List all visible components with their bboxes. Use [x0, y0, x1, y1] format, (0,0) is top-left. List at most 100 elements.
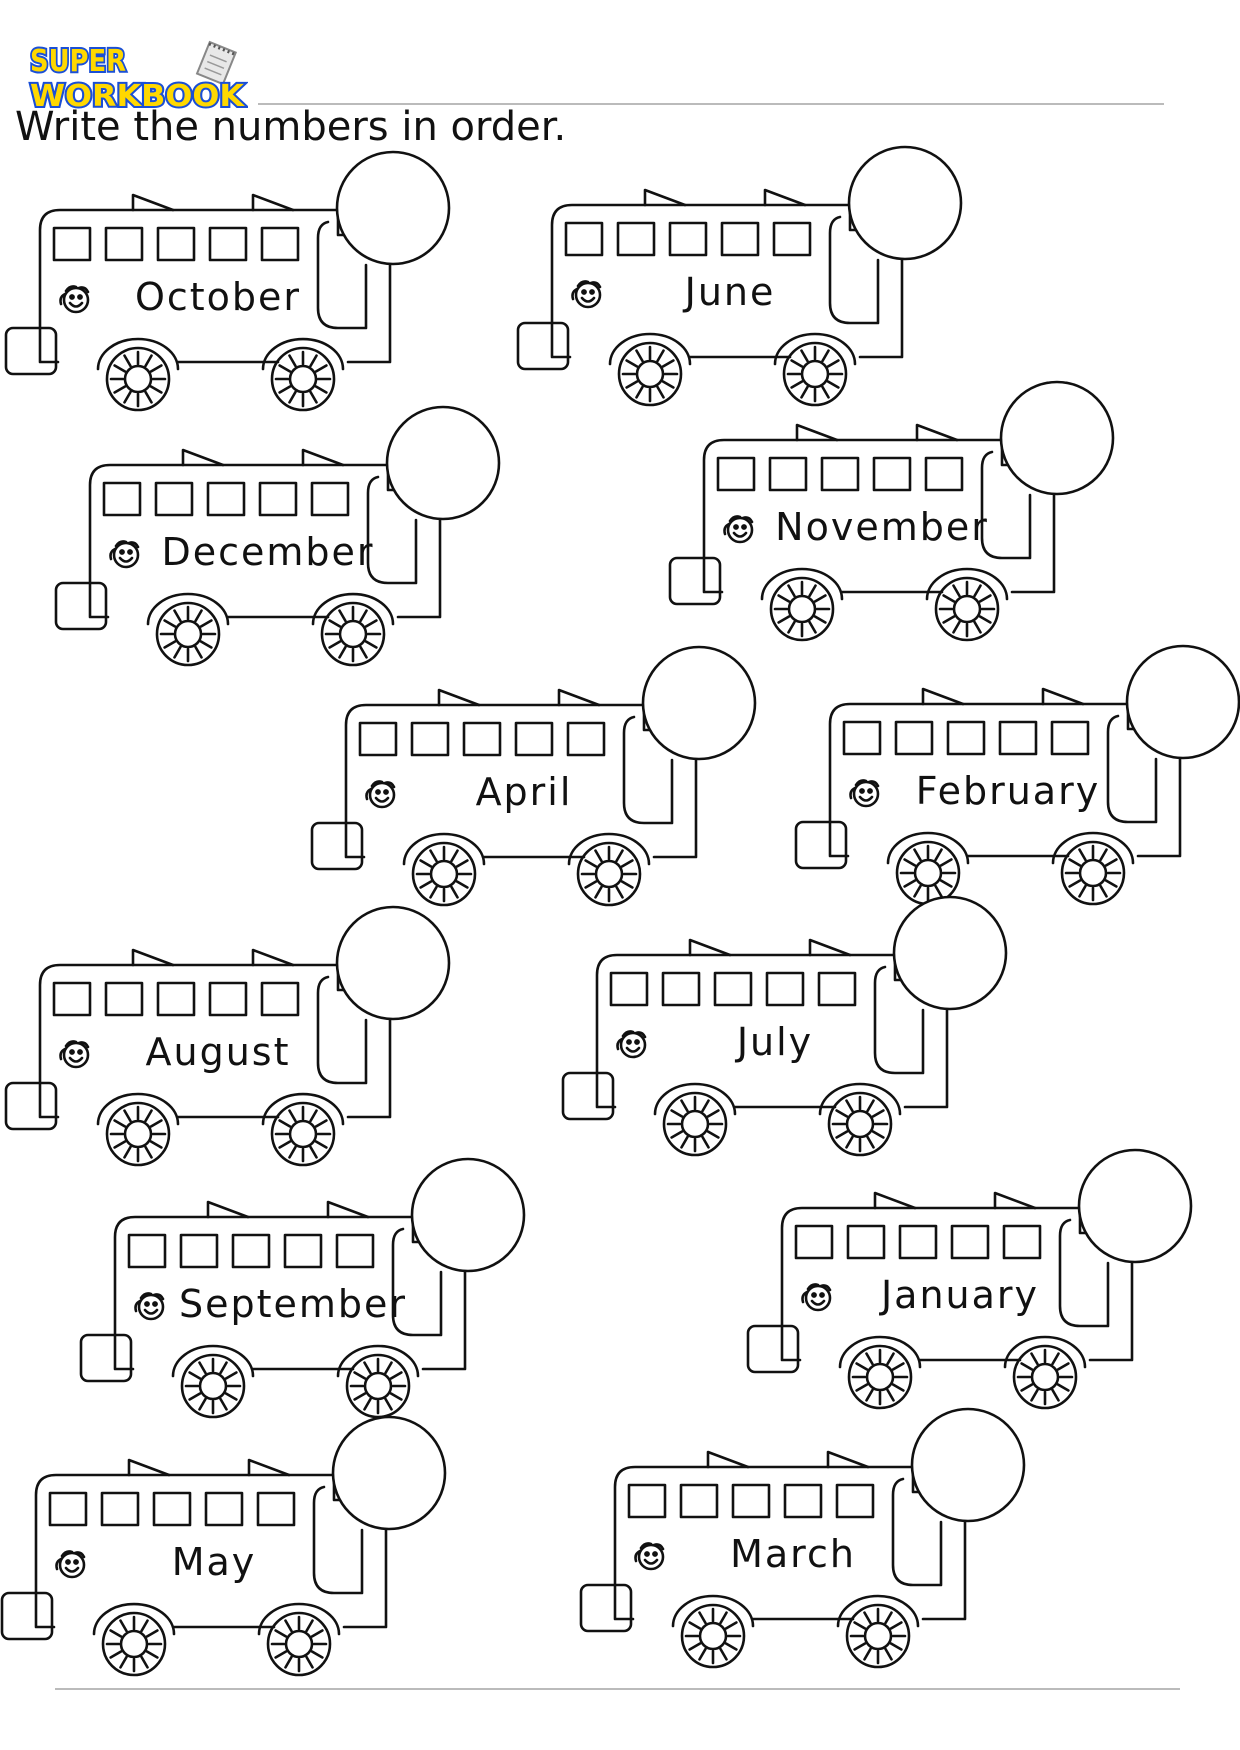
- roof-vent: [131, 948, 175, 967]
- bus-wheel: [760, 567, 844, 642]
- number-answer-circle[interactable]: [892, 895, 1008, 1011]
- bus-wheel: [146, 592, 230, 667]
- bus-window: [179, 1233, 219, 1269]
- bus-window: [820, 456, 860, 492]
- bus-wheel: [311, 592, 395, 667]
- roof-vent: [873, 1191, 917, 1210]
- bus-door: [366, 475, 418, 585]
- bus-bumper: [0, 1591, 54, 1641]
- bus-window: [102, 481, 142, 517]
- smiley-face-icon: [59, 1040, 90, 1069]
- bus-window: [260, 981, 300, 1017]
- bus-window: [1002, 1224, 1042, 1260]
- bus-window: [950, 1224, 990, 1260]
- bus-window: [104, 226, 144, 262]
- bus-window: [208, 981, 248, 1017]
- bus-month-label: September: [179, 1282, 407, 1326]
- bus-door: [316, 975, 368, 1085]
- bus-window: [731, 1483, 771, 1519]
- number-answer-circle[interactable]: [999, 380, 1115, 496]
- bus-window: [564, 221, 604, 257]
- logo-word-super: SUPER: [30, 44, 126, 79]
- bus-wheel: [261, 337, 345, 412]
- bus-window: [156, 981, 196, 1017]
- roof-vent: [127, 1458, 171, 1477]
- number-answer-circle[interactable]: [910, 1407, 1026, 1523]
- number-answer-circle[interactable]: [335, 150, 451, 266]
- logo-word-workbook: WORKBOOK: [30, 79, 246, 112]
- bus-wheel: [671, 1594, 755, 1669]
- bus-window: [152, 1491, 192, 1527]
- number-answer-circle[interactable]: [335, 905, 451, 1021]
- bus-bumper: [516, 321, 570, 371]
- bus-bumper: [54, 581, 108, 631]
- number-answer-circle[interactable]: [641, 645, 757, 761]
- bus-month-label: July: [735, 1020, 813, 1064]
- bus-window: [924, 456, 964, 492]
- bus-door: [828, 215, 880, 325]
- bus-bumper: [310, 821, 364, 871]
- roof-vent: [251, 193, 295, 212]
- bus-bumper: [4, 1081, 58, 1131]
- number-answer-circle[interactable]: [385, 405, 501, 521]
- bus-window: [627, 1483, 667, 1519]
- number-answer-circle[interactable]: [410, 1157, 526, 1273]
- bus-door: [891, 1477, 943, 1587]
- bus-month-label: March: [730, 1532, 856, 1576]
- bus-window: [720, 221, 760, 257]
- bus-july: July: [561, 895, 1008, 1157]
- bus-window: [260, 226, 300, 262]
- bus-window: [616, 221, 656, 257]
- bus-window: [127, 1233, 167, 1269]
- bus-window: [772, 221, 812, 257]
- instruction-text: Write the numbers in order.: [15, 104, 567, 150]
- bus-window: [154, 481, 194, 517]
- roof-vent: [763, 188, 807, 207]
- bus-wheel: [925, 567, 1009, 642]
- bus-bumper: [561, 1071, 615, 1121]
- bus-wheel: [818, 1082, 902, 1157]
- bus-window: [716, 456, 756, 492]
- number-answer-circle[interactable]: [1077, 1148, 1193, 1264]
- bus-window: [231, 1233, 271, 1269]
- number-answer-circle[interactable]: [1125, 644, 1240, 760]
- bus-bumper: [79, 1333, 133, 1383]
- bus-window: [898, 1224, 938, 1260]
- bus-window: [204, 1491, 244, 1527]
- bus-window: [52, 226, 92, 262]
- smiley-face-icon: [801, 1283, 832, 1312]
- bus-door: [1058, 1218, 1110, 1328]
- bus-window: [842, 720, 882, 756]
- bus-window: [783, 1483, 823, 1519]
- bus-march: March: [579, 1407, 1026, 1669]
- bus-door: [1106, 714, 1158, 824]
- bus-september: September: [79, 1157, 526, 1419]
- bus-window: [100, 1491, 140, 1527]
- bus-month-label: January: [879, 1273, 1039, 1317]
- bus-wheel: [171, 1344, 255, 1419]
- bus-window: [208, 226, 248, 262]
- bus-window: [410, 721, 450, 757]
- bus-door: [391, 1227, 443, 1337]
- roof-vent: [643, 188, 687, 207]
- bus-april: April: [310, 645, 757, 907]
- bus-month-label: May: [172, 1540, 257, 1584]
- bus-window: [768, 456, 808, 492]
- bus-window: [835, 1483, 875, 1519]
- bus-window: [52, 981, 92, 1017]
- smiley-face-icon: [723, 515, 754, 544]
- bus-window: [668, 221, 708, 257]
- footer-rule: [55, 1688, 1180, 1690]
- bus-window: [661, 971, 701, 1007]
- bus-wheel: [261, 1092, 345, 1167]
- bus-wheel: [653, 1082, 737, 1157]
- bus-window: [104, 981, 144, 1017]
- number-answer-circle[interactable]: [331, 1415, 447, 1531]
- number-answer-circle[interactable]: [847, 145, 963, 261]
- bus-window: [462, 721, 502, 757]
- bus-window: [358, 721, 398, 757]
- smiley-face-icon: [55, 1550, 86, 1579]
- bus-month-label: October: [135, 275, 301, 319]
